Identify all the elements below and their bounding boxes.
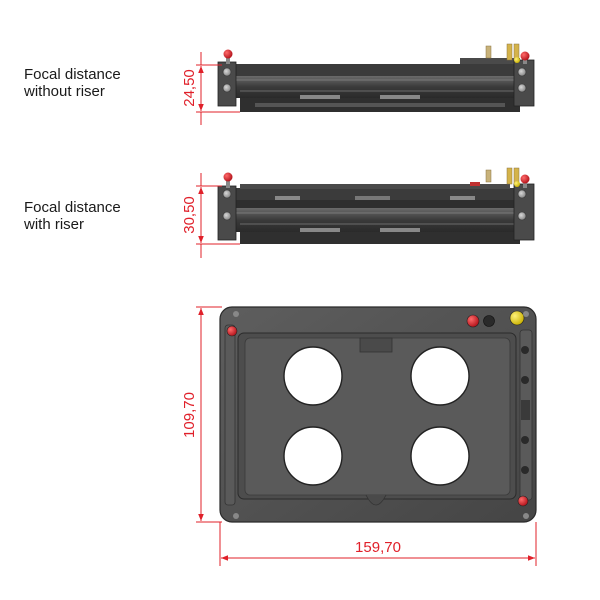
screw-icon bbox=[523, 513, 529, 519]
red-knob-icon bbox=[520, 174, 530, 188]
red-knob-icon bbox=[520, 51, 530, 64]
label-with-riser-line2: with riser bbox=[24, 216, 85, 233]
screw-icon bbox=[517, 67, 527, 77]
screw-icon bbox=[222, 189, 232, 199]
yellow-knob-icon bbox=[514, 57, 520, 63]
screw-icon bbox=[517, 83, 527, 93]
dim-label-plate-depth: 109,70 bbox=[181, 392, 198, 438]
side-view-with-riser bbox=[217, 167, 535, 244]
screw-icon bbox=[521, 376, 529, 384]
red-knob-icon bbox=[226, 325, 238, 337]
red-knob-icon bbox=[517, 495, 529, 507]
label-without-riser: Focal distance without riser bbox=[24, 66, 121, 100]
screw-icon bbox=[517, 211, 527, 221]
screw-icon bbox=[521, 346, 529, 354]
dimension-plate-width: 159,70 bbox=[219, 522, 537, 566]
brass-fitting-icon bbox=[485, 43, 520, 61]
well-b2 bbox=[410, 426, 470, 486]
dim-label-plate-width: 159,70 bbox=[355, 539, 401, 556]
label-without-riser-line2: without riser bbox=[24, 83, 105, 100]
label-with-riser-line1: Focal distance bbox=[24, 199, 121, 216]
dimension-height-without-riser: 24,50 bbox=[181, 52, 240, 125]
red-knob-icon bbox=[223, 172, 233, 188]
screw-icon bbox=[523, 311, 529, 317]
screw-icon bbox=[521, 436, 529, 444]
well-b1 bbox=[283, 426, 343, 486]
brass-fitting-icon bbox=[485, 167, 520, 185]
yellow-knob-icon bbox=[514, 181, 520, 187]
well-a1 bbox=[283, 346, 343, 406]
dim-label-height-without-riser: 24,50 bbox=[181, 69, 198, 107]
side-view-without-riser bbox=[217, 43, 535, 112]
screw-icon bbox=[233, 311, 239, 317]
label-without-riser-line1: Focal distance bbox=[24, 66, 121, 83]
dim-label-height-with-riser: 30,50 bbox=[181, 196, 198, 234]
screw-icon bbox=[222, 83, 232, 93]
dimension-height-with-riser: 30,50 bbox=[181, 173, 240, 258]
well-a2 bbox=[410, 346, 470, 406]
dimension-plate-depth: 109,70 bbox=[181, 306, 222, 523]
red-knob-icon bbox=[223, 49, 233, 64]
screw-icon bbox=[222, 67, 232, 77]
screw-icon bbox=[517, 189, 527, 199]
yellow-knob-icon bbox=[509, 310, 525, 326]
red-knob-icon bbox=[466, 314, 480, 328]
screw-icon bbox=[222, 211, 232, 221]
top-view-plate bbox=[219, 306, 537, 523]
label-with-riser: Focal distance with riser bbox=[24, 199, 121, 233]
screw-icon bbox=[521, 466, 529, 474]
screw-icon bbox=[483, 315, 495, 327]
screw-icon bbox=[233, 513, 239, 519]
